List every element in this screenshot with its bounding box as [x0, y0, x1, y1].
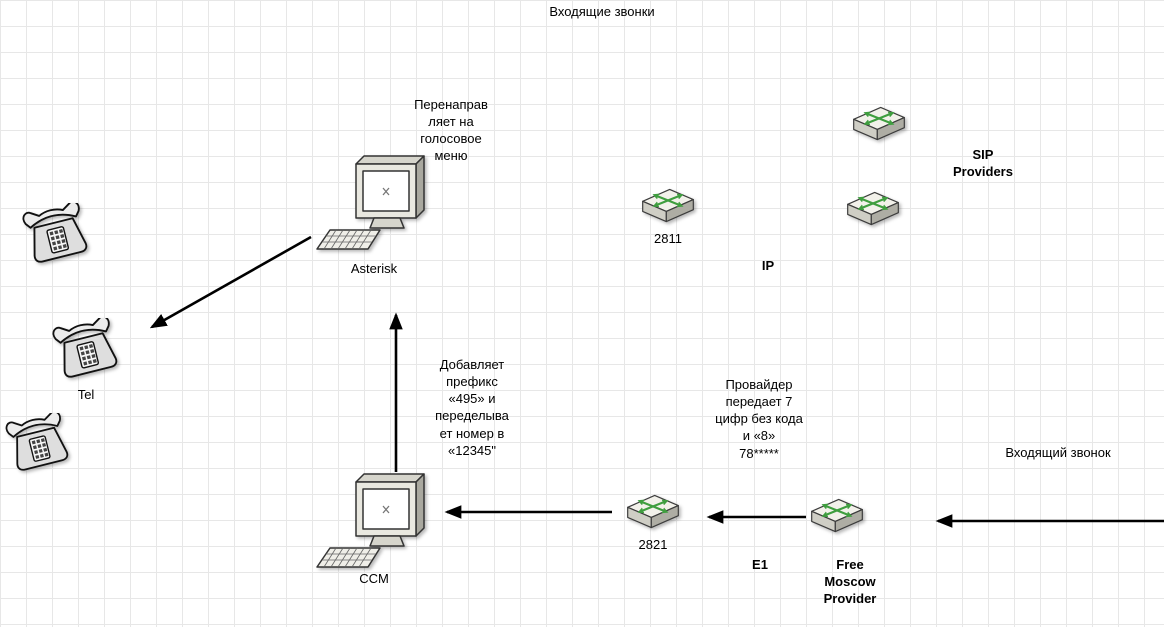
desk-phone-icon	[5, 413, 71, 471]
router-icon	[810, 496, 864, 535]
asterisk-note: Перенаправ ляет на голосовое меню	[414, 97, 488, 164]
desktop-computer-icon	[314, 472, 434, 572]
ccm-label: CCM	[359, 571, 389, 586]
desktop-computer-icon	[314, 154, 434, 254]
ccm-note: Добавляет префикс «495» и переделыва ет …	[435, 357, 509, 458]
incoming-call-label: Входящий звонок	[1005, 445, 1111, 460]
diagram-title: Входящие звонки	[549, 4, 655, 19]
router-icon	[846, 189, 900, 228]
router-2811-label: 2811	[654, 231, 682, 246]
provider-note: Провайдер передает 7 цифр без кода и «8»…	[715, 377, 803, 461]
free-moscow-provider-label: Free Moscow Provider	[823, 557, 877, 607]
asterisk-label: Asterisk	[350, 261, 398, 276]
router-icon	[852, 104, 906, 143]
sip-providers-label: SIP Providers	[953, 147, 1013, 180]
arrow-asterisk-to-phones	[149, 235, 312, 329]
router-icon	[626, 492, 680, 531]
tel-label: Tel	[77, 387, 95, 402]
e1-link-label: E1	[752, 557, 768, 572]
router-2821-label: 2821	[638, 537, 668, 552]
desk-phone-icon	[22, 203, 90, 263]
desk-phone-icon	[52, 318, 120, 378]
router-icon	[641, 186, 695, 225]
ip-link-label: IP	[761, 258, 775, 273]
